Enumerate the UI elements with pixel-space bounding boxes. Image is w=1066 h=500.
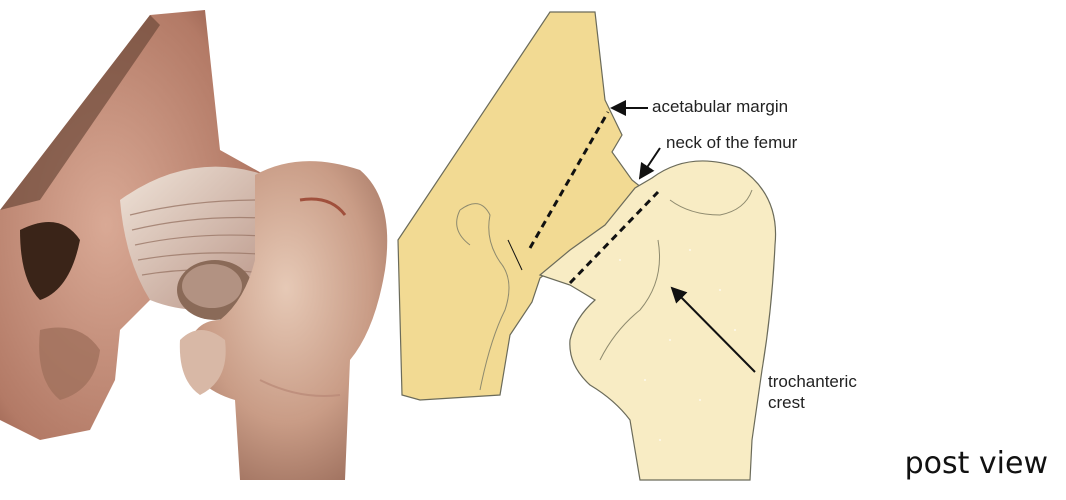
hip-joint-diagram: acetabular margin neck of the femur troc…	[390, 0, 950, 495]
dissected-hip-joint-photo-icon	[0, 0, 395, 490]
neck-of-femur-label: neck of the femur	[666, 133, 797, 153]
trochanteric-crest-label-line2: crest	[768, 393, 805, 413]
hip-joint-diagram-drawing	[390, 0, 950, 495]
acetabular-margin-label: acetabular margin	[652, 97, 788, 117]
neck-of-femur-arrow	[640, 148, 660, 178]
trochanteric-crest-label-line1: trochanteric	[768, 372, 857, 392]
view-caption: post view	[905, 446, 1048, 481]
hip-joint-photo	[0, 0, 395, 490]
